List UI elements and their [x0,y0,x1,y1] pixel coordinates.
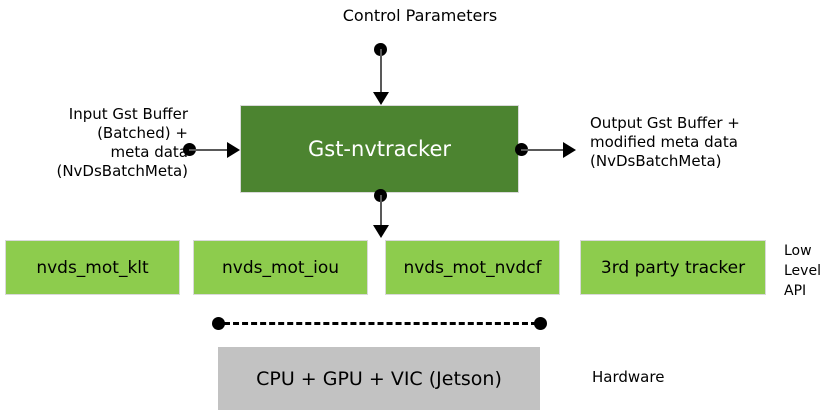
low-level-box-label: nvds_mot_nvdcf [403,257,542,278]
low-level-box-label: 3rd party tracker [600,257,746,278]
input-connector-line [189,148,236,151]
low-level-box-nvds-mot-klt[interactable]: nvds_mot_klt [5,240,180,295]
hardware-block[interactable]: CPU + GPU + VIC (Jetson) [218,347,540,410]
hardware-tier-label: Hardware [592,368,665,386]
low-level-connector-line [379,195,382,227]
output-connector-line [521,148,566,151]
input-buffer-label: Input Gst Buffer (Batched) + meta data (… [56,105,188,180]
gst-nvtracker-block[interactable]: Gst-nvtracker [240,105,519,193]
low-level-box-label: nvds_mot_iou [221,257,339,278]
hardware-link-left-dot [212,317,225,330]
hardware-link-right-dot [534,317,547,330]
low-level-box-label: nvds_mot_klt [36,257,149,278]
low-level-box-nvds-mot-iou[interactable]: nvds_mot_iou [193,240,368,295]
hardware-block-label: CPU + GPU + VIC (Jetson) [256,367,502,390]
gst-nvtracker-label: Gst-nvtracker [307,137,451,161]
low-level-box-3rd-party-tracker[interactable]: 3rd party tracker [580,240,766,295]
output-buffer-label: Output Gst Buffer + modified meta data (… [590,114,740,170]
low-level-box-nvds-mot-nvdcf[interactable]: nvds_mot_nvdcf [385,240,560,295]
control-parameters-arrow-icon [372,92,389,105]
control-parameters-connector-line [379,49,382,94]
input-arrow-icon [227,141,240,158]
output-arrow-icon [563,141,576,158]
control-parameters-title: Control Parameters [342,6,498,25]
hardware-dashed-connector [224,322,537,325]
low-level-arrow-icon [372,225,389,238]
low-level-api-tier-label: Low Level API [784,243,821,299]
